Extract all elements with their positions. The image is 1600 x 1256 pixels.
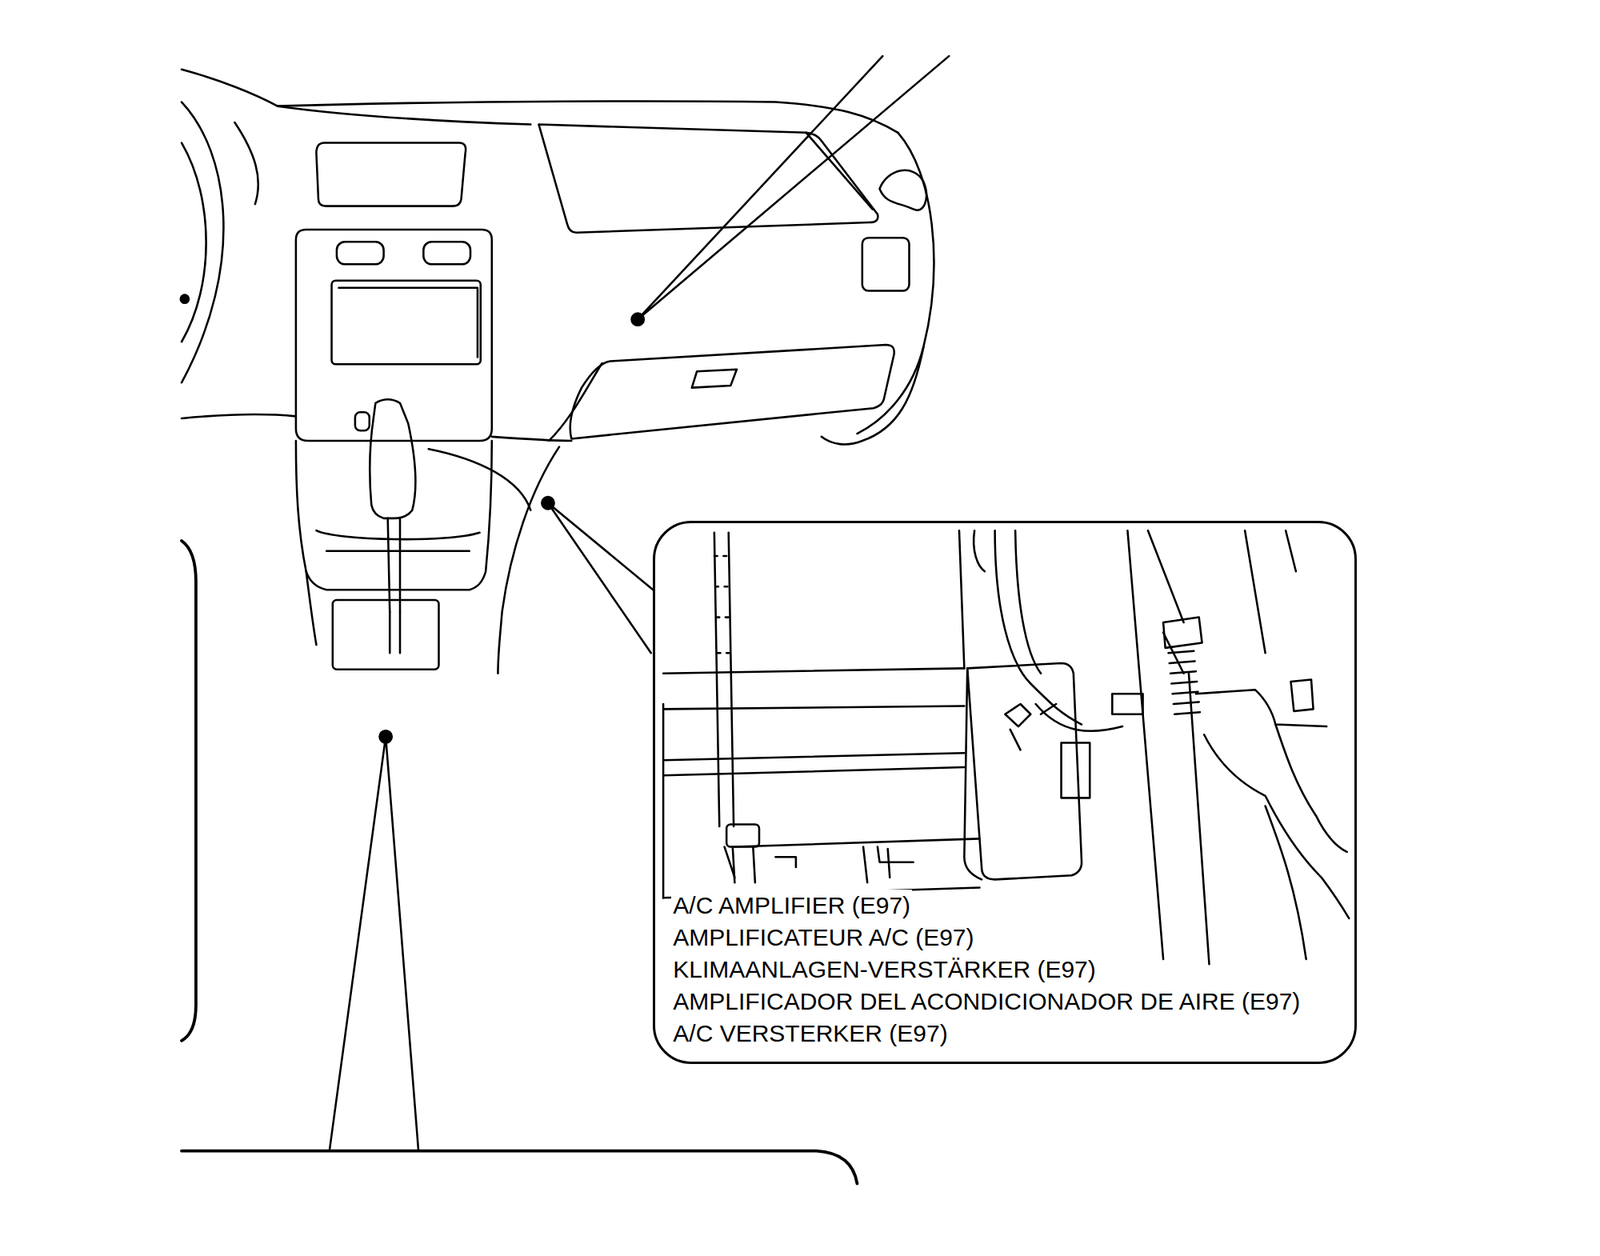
dash-side: [821, 132, 935, 445]
leader-line: [329, 736, 419, 1151]
shift-button: [355, 412, 370, 431]
steering-column: [234, 122, 258, 204]
leader-line: [637, 56, 949, 320]
radio-panel: [332, 280, 481, 365]
steering-hub: [180, 295, 189, 304]
console-line: [326, 549, 470, 552]
part-label: AMPLIFICADOR DEL ACONDICIONADOR DE AIRE …: [671, 985, 1302, 1018]
radio-inner: [338, 288, 477, 358]
callout-frame: [181, 540, 196, 1041]
part-label: A/C AMPLIFIER (E97): [671, 889, 912, 922]
part-label: KLIMAANLAGEN-VERSTÄRKER (E97): [671, 953, 1097, 986]
steering-wheel: [181, 143, 207, 343]
upper-compartment: [538, 124, 878, 233]
glove-handle: [692, 369, 737, 388]
inset-callout: A/C AMPLIFIER (E97)AMPLIFICATEUR A/C (E9…: [652, 520, 1357, 1064]
console-line: [316, 530, 480, 540]
tunnel-line: [306, 571, 317, 645]
control-knob: [423, 241, 471, 264]
compartment-edge: [806, 132, 873, 210]
shift-shaft: [388, 518, 400, 612]
side-vent: [879, 170, 926, 211]
center-vent: [316, 143, 466, 207]
steering-wheel: [181, 102, 224, 384]
glove-box: [570, 344, 895, 439]
inset-illustration: [663, 530, 1349, 964]
part-label: AMPLIFICATEUR A/C (E97): [671, 921, 976, 954]
part-label: A/C VERSTERKER (E97): [671, 1017, 949, 1050]
dash-line: [277, 106, 531, 125]
center-panel: [296, 229, 492, 441]
shift-shaft: [389, 612, 400, 653]
label-block: A/C AMPLIFIER (E97)AMPLIFICATEUR A/C (E9…: [671, 889, 1302, 1050]
control-knob: [336, 241, 384, 264]
square-vent: [862, 237, 910, 291]
dash-side-inner: [856, 347, 924, 434]
shift-knob: [369, 399, 416, 519]
callout-frame: [181, 1151, 857, 1184]
dash-top: [181, 69, 898, 133]
tunnel-line: [428, 448, 532, 511]
shift-boot: [332, 600, 440, 670]
dash-lower: [181, 414, 296, 419]
console-lower: [296, 440, 492, 590]
dash-lower: [492, 436, 572, 441]
leader-line: [548, 503, 653, 653]
glove-edge: [548, 363, 602, 441]
